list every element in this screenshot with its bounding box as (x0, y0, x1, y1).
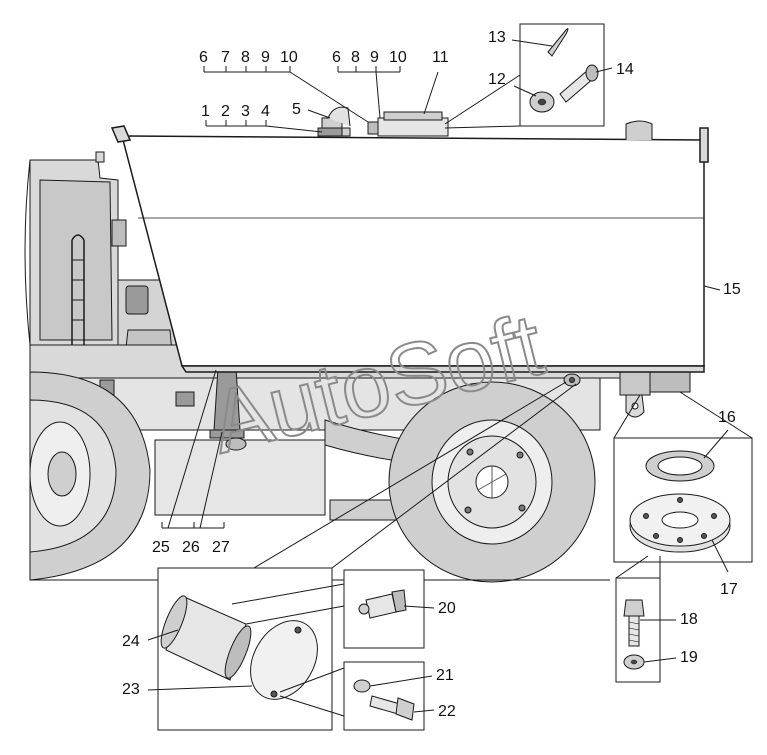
callout-25: 25 (152, 539, 170, 556)
vent-elbow (317, 106, 351, 137)
callout-20: 20 (438, 600, 456, 617)
callout-7: 7 (221, 49, 230, 66)
callout-10: 10 (280, 49, 298, 66)
callout-3: 3 (241, 103, 250, 120)
callout-16: 16 (718, 409, 736, 426)
callout-15: 15 (723, 281, 741, 298)
callout-10b: 10 (389, 49, 407, 66)
grease-fitting-box (231, 569, 425, 649)
callout-21: 21 (436, 667, 454, 684)
callout-12: 12 (488, 71, 506, 88)
breather-pipe (625, 120, 653, 140)
callout-9b: 9 (370, 49, 379, 66)
callout-9: 9 (261, 49, 270, 66)
filler-cap (367, 111, 449, 137)
callout-8: 8 (241, 49, 250, 66)
callout-22: 22 (438, 703, 456, 720)
callout-6b: 6 (332, 49, 341, 66)
callout-2: 2 (221, 103, 230, 120)
strut-pin-detail-box (157, 381, 577, 731)
callout-27: 27 (212, 539, 230, 556)
callout-26: 26 (182, 539, 200, 556)
callout-1: 1 (201, 103, 210, 120)
callout-8b: 8 (351, 49, 360, 66)
bolt-washer-box (279, 661, 425, 731)
callout-13: 13 (488, 29, 506, 46)
callout-23: 23 (122, 681, 140, 698)
callout-24: 24 (122, 633, 140, 650)
front-wheel (29, 371, 151, 581)
callout-4: 4 (261, 103, 270, 120)
callout-labels: 1 2 3 4 5 6 7 8 9 10 6 8 9 10 11 12 13 1… (122, 29, 741, 720)
callout-5: 5 (292, 101, 301, 118)
callout-11: 11 (432, 49, 449, 66)
callout-17: 17 (720, 581, 738, 598)
bolt-detail-box (615, 555, 661, 683)
rear-wheel (388, 381, 596, 583)
pin-detail-box (444, 23, 605, 129)
callout-18: 18 (680, 611, 698, 628)
tank (110, 125, 709, 373)
callout-6: 6 (199, 49, 208, 66)
pad-detail-box (613, 391, 753, 563)
callout-19: 19 (680, 649, 698, 666)
pivot-pin-location (563, 373, 581, 387)
leader-lines (147, 39, 729, 713)
callout-14: 14 (616, 61, 634, 78)
